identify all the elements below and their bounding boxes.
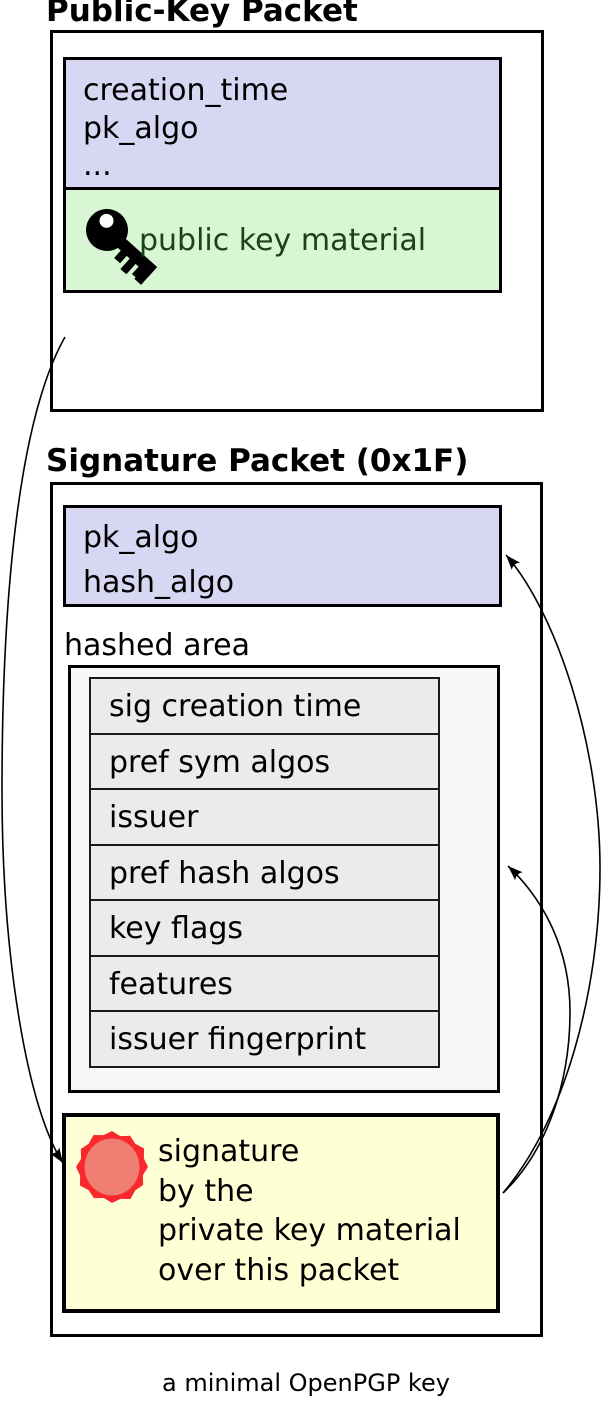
diagram-caption: a minimal OpenPGP key xyxy=(162,1369,450,1397)
public-key-material-box: public key material xyxy=(63,187,502,293)
signature-line-4: over this packet xyxy=(158,1252,400,1288)
field-pk-algo: pk_algo xyxy=(83,520,199,555)
subpacket-key-flags: key flags xyxy=(89,899,440,957)
signature-packet-title: Signature Packet (0x1F) xyxy=(46,443,469,479)
subpacket-pref-sym-algos: pref sym algos xyxy=(89,732,440,790)
signature-line-2: by the xyxy=(158,1173,254,1209)
signature-header-fields: pk_algo hash_algo xyxy=(63,505,502,607)
subpacket-sig-creation-time: sig creation time xyxy=(89,677,440,735)
subpacket-issuer: issuer xyxy=(89,788,440,846)
subpacket-features: features xyxy=(89,954,440,1012)
signature-line-3: private key material xyxy=(158,1213,461,1248)
hashed-area-label: hashed area xyxy=(64,628,250,663)
subpacket-issuer-fingerprint: issuer fingerprint xyxy=(89,1010,440,1068)
field-creation-time: creation_time xyxy=(83,73,289,108)
public-key-material-label: public key material xyxy=(139,222,427,258)
subpacket-pref-hash-algos: pref hash algos xyxy=(89,843,440,901)
field-ellipsis: ... xyxy=(83,148,112,183)
signature-value-box: signature by the private key material ov… xyxy=(62,1113,500,1313)
field-hash-algo: hash_algo xyxy=(83,565,235,600)
signature-description: signature by the private key material ov… xyxy=(158,1132,461,1290)
field-pk-algo: pk_algo xyxy=(83,110,199,146)
public-key-header-fields: creation_time pk_algo ... xyxy=(63,57,502,190)
signature-line-1: signature xyxy=(158,1134,300,1169)
key-icon xyxy=(73,200,157,290)
seal-icon xyxy=(70,1125,154,1209)
public-key-packet-title: Public-Key Packet xyxy=(46,0,358,29)
subpacket-list: sig creation time pref sym algos issuer … xyxy=(89,677,440,1068)
